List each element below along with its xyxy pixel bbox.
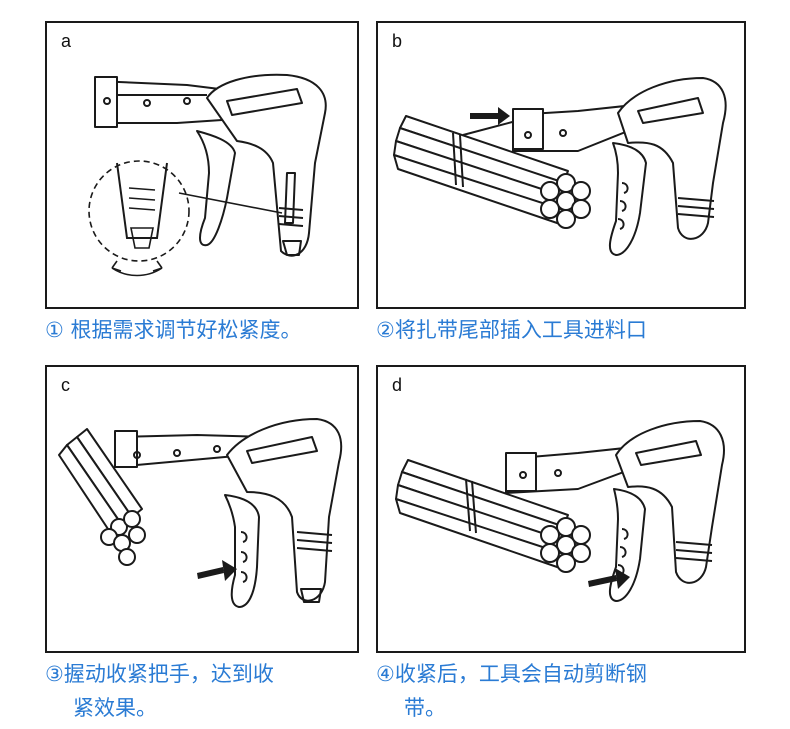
tie-gun-cut-illustration — [378, 367, 744, 651]
caption-a-text: ① 根据需求调节好松紧度。 — [45, 313, 302, 347]
caption-d: ④收紧后，工具会自动剪断钢 带。 — [376, 657, 647, 725]
caption-a: ① 根据需求调节好松紧度。 — [45, 313, 302, 347]
panel-c: c — [45, 365, 359, 653]
tie-gun-squeeze-illustration — [47, 367, 357, 651]
panel-d: d — [376, 365, 746, 653]
caption-c-line2: 紧效果。 — [45, 691, 274, 725]
insert-arrow-icon — [470, 107, 510, 125]
caption-d-line2: 带。 — [376, 691, 647, 725]
panel-b: b — [376, 21, 746, 309]
caption-b-text: ②将扎带尾部插入工具进料口 — [376, 313, 647, 347]
panel-a: a — [45, 21, 359, 309]
caption-c: ③握动收紧把手，达到收 紧效果。 — [45, 657, 274, 725]
caption-b: ②将扎带尾部插入工具进料口 — [376, 313, 647, 347]
tie-gun-illustration — [47, 23, 357, 307]
caption-d-line1: ④收紧后，工具会自动剪断钢 — [376, 657, 647, 691]
tie-gun-with-bundle-illustration — [378, 23, 744, 307]
caption-c-line1: ③握动收紧把手，达到收 — [45, 657, 274, 691]
squeeze-arrow-icon — [197, 560, 237, 581]
